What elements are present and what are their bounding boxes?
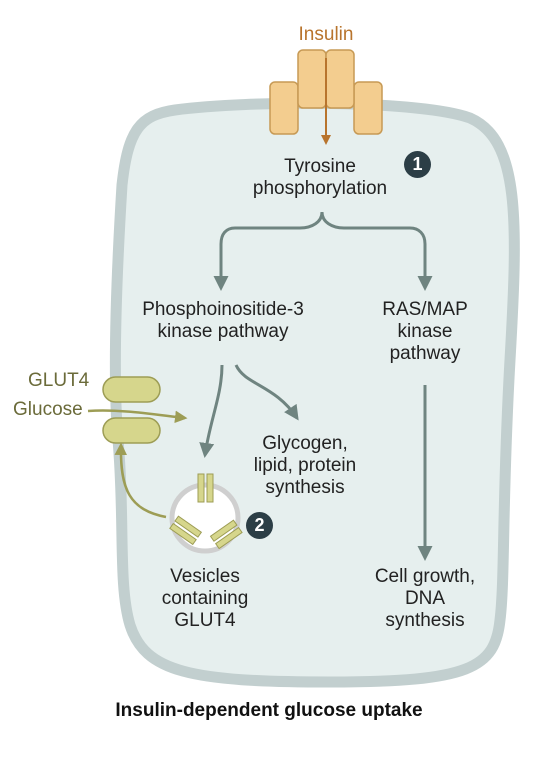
ras-line-2: kinase <box>397 321 453 342</box>
cellgrowth-line-2: DNA <box>404 588 446 609</box>
figure-caption: Insulin-dependent glucose uptake <box>115 700 423 721</box>
cellgrowth-line-1: Cell growth, <box>374 566 476 587</box>
pi3k-to-vesicle-arrow <box>199 364 224 458</box>
cell-growth-label: Cell growth, DNA synthesis <box>360 566 490 632</box>
glut4-vesicle <box>169 473 243 554</box>
glucose-label: Glucose <box>13 399 83 420</box>
glut4-transporter <box>102 376 161 444</box>
ras-line-3: pathway <box>389 343 461 364</box>
tyrosine-line-2: phosphorylation <box>252 178 388 199</box>
tyrosine-phosphorylation-label: Tyrosine phosphorylation <box>240 156 400 200</box>
glycogen-line-1: Glycogen, <box>262 433 348 454</box>
vesicles-line-3: GLUT4 <box>174 610 236 631</box>
glycogen-line-2: lipid, protein <box>253 455 357 476</box>
cellgrowth-line-3: synthesis <box>385 610 465 631</box>
vesicles-line-1: Vesicles <box>170 566 240 587</box>
badge-one: 1 <box>404 151 431 178</box>
pi3k-to-glycogen-arrow <box>234 364 299 421</box>
glucose-arrow <box>87 409 188 424</box>
pi3k-line-1: Phosphoinositide-3 <box>142 299 304 320</box>
pi3k-line-2: kinase pathway <box>157 321 289 342</box>
vesicles-label: Vesicles containing GLUT4 <box>145 566 265 632</box>
branch-arrow-pi3k <box>213 211 324 291</box>
badge-two: 2 <box>246 512 273 539</box>
ras-line-1: RAS/MAP <box>382 299 468 320</box>
glycogen-line-3: synthesis <box>265 477 345 498</box>
vesicles-line-2: containing <box>161 588 249 609</box>
glut4-label: GLUT4 <box>28 370 90 391</box>
glycogen-synthesis-label: Glycogen, lipid, protein synthesis <box>240 433 370 499</box>
tyrosine-line-1: Tyrosine <box>284 156 356 177</box>
branch-arrow-ras <box>320 211 433 291</box>
pi3k-pathway-label: Phosphoinositide-3 kinase pathway <box>125 299 321 343</box>
ras-map-pathway-label: RAS/MAP kinase pathway <box>370 299 480 365</box>
insulin-label: Insulin <box>298 24 354 45</box>
vesicle-translocation-arrow <box>114 442 167 519</box>
